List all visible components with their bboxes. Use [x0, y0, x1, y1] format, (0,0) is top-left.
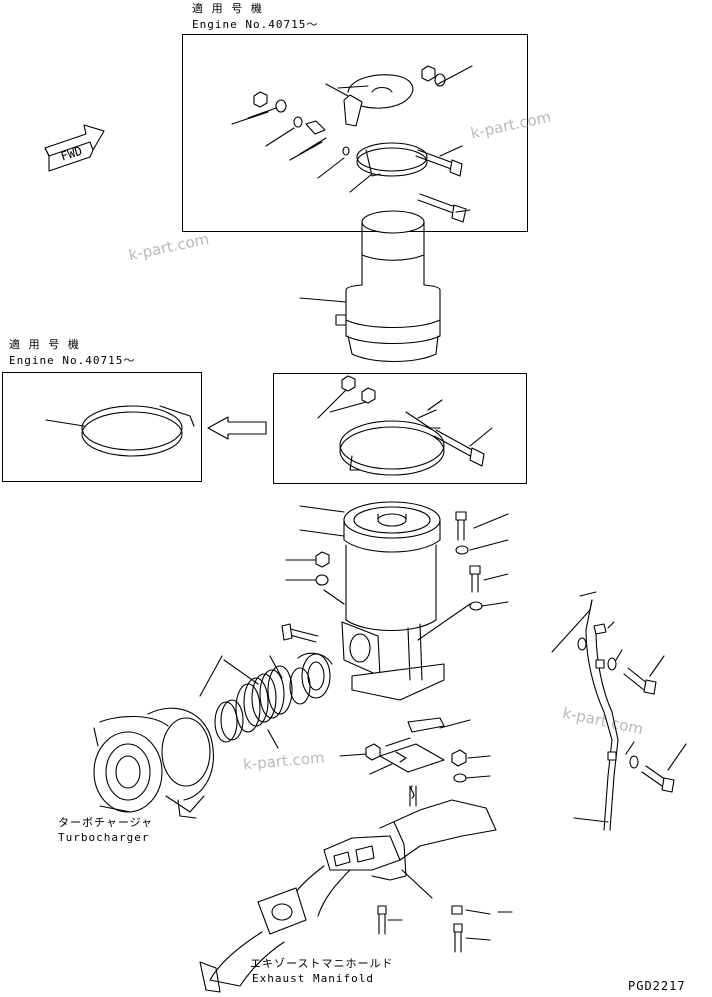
bracket-gasket-icon	[339, 717, 491, 807]
detail-frame-left	[2, 372, 202, 482]
exhaust-manifold-icon	[199, 799, 497, 993]
pointing-arrow-icon	[207, 416, 267, 440]
elbow-hose-icon	[199, 623, 333, 749]
engine-number-top: Engine No.40715～	[192, 18, 319, 31]
applicability-label-left: 適 用 号 機	[9, 338, 80, 351]
air-cleaner-body-icon	[299, 501, 445, 701]
fwd-label: FWD	[59, 144, 84, 164]
exhaust-manifold-label-ja: エキゾーストマニホールド	[250, 957, 394, 970]
precleaner-body-icon	[299, 210, 441, 363]
turbocharger-icon	[93, 707, 214, 819]
turbocharger-label-ja: ターボチャージャ	[58, 816, 154, 829]
applicability-label-top: 適 用 号 機	[192, 2, 263, 15]
bolt-icons-top	[415, 149, 467, 223]
engine-number-left: Engine No.40715～	[9, 354, 136, 367]
detail-frame-right	[273, 373, 527, 484]
rain-cap-icon	[337, 74, 414, 127]
fwd-arrow-icon	[44, 124, 105, 172]
band-clamp-left-icon	[45, 405, 195, 457]
bolt-icons-right	[417, 511, 509, 641]
detail-frame-top	[182, 34, 528, 232]
hose-clamp-icon	[356, 142, 428, 177]
nut-icons-top	[253, 65, 446, 156]
nut-icons-left	[285, 551, 345, 605]
leader-lines-top	[231, 65, 473, 213]
turbocharger-label-en: Turbocharger	[58, 831, 150, 844]
exhaust-manifold-label-en: Exhaust Manifold	[252, 972, 374, 985]
drawing-code: PGD2217	[628, 979, 686, 993]
band-clamp-right-icon	[317, 375, 493, 476]
indicator-tube-icon	[551, 591, 687, 831]
bolt-icons-bottom	[377, 905, 513, 953]
